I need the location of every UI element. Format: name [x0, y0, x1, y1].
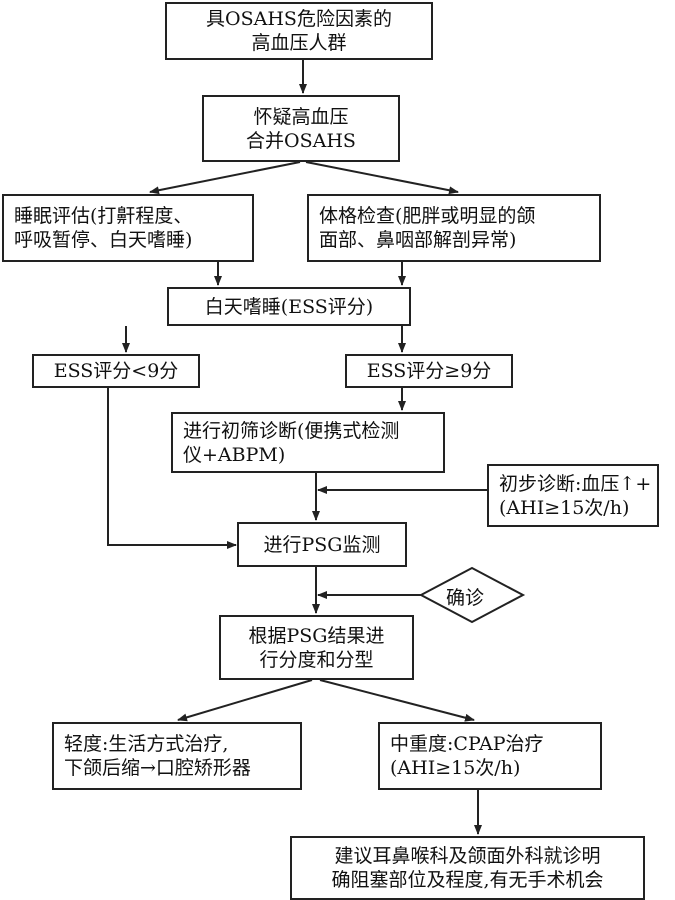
node-line: 建议耳鼻喉科及颌面外科就诊明: [334, 845, 601, 867]
arrow-n12-n14: [319, 679, 475, 722]
node-line: (AHI≥15次/h): [499, 496, 630, 519]
box-physical-exam: 体格检查(肥胖或明显的颌 面部、鼻咽部解剖异常): [307, 194, 601, 262]
box-ess-score: 白天嗜睡(ESS评分): [167, 287, 411, 326]
node-line: 仪+ABPM): [183, 443, 286, 466]
confirm-diamond-label: 确诊: [446, 583, 484, 610]
box-suspect-osahs: 怀疑高血压 合并OSAHS: [202, 95, 400, 162]
node-line: ESS评分<9分: [53, 360, 179, 382]
confirm-diamond-shape: [418, 566, 526, 624]
box-preliminary-screening: 进行初筛诊断(便携式检测 仪+ABPM): [171, 412, 445, 473]
node-line: 行分度和分型: [259, 648, 374, 671]
node-line: 面部、鼻咽部解剖异常): [319, 229, 517, 251]
node-line: 初步诊断:血压↑+: [499, 472, 652, 495]
arrow-n12-n13: [177, 679, 313, 722]
arrow-n2-n4: [305, 161, 459, 195]
node-line: 合并OSAHS: [246, 129, 356, 152]
node-line: 高血压人群: [251, 32, 347, 54]
box-preliminary-diagnosis: 初步诊断:血压↑+ (AHI≥15次/h): [487, 464, 659, 527]
arrow-n6-n10: [107, 388, 237, 549]
node-line: ESS评分≥9分: [366, 360, 492, 382]
node-line: 进行PSG监测: [263, 533, 381, 556]
box-moderate-severe-treatment: 中重度:CPAP治疗 (AHI≥15次/h): [378, 722, 602, 790]
node-line: 确诊: [446, 587, 485, 609]
node-line: 中重度:CPAP治疗: [390, 733, 544, 755]
box-ess-at-least-9: ESS评分≥9分: [345, 354, 513, 388]
box-osahs-risk-hypertension: 具OSAHS危险因素的 高血压人群: [165, 2, 433, 60]
box-psg-monitoring: 进行PSG监测: [237, 522, 407, 567]
box-ess-below-9: ESS评分<9分: [32, 354, 200, 388]
node-line: 呼吸暂停、白天嗜睡): [14, 229, 193, 251]
node-line: 体格检查(肥胖或明显的颌: [319, 205, 536, 227]
box-sleep-assessment: 睡眠评估(打鼾程度、 呼吸暂停、白天嗜睡): [2, 194, 254, 262]
node-line: 具OSAHS危险因素的: [206, 8, 392, 30]
box-grading-typing: 根据PSG结果进 行分度和分型: [219, 615, 414, 680]
node-line: 下颌后缩→口腔矫形器: [64, 757, 251, 779]
arrow-n2-n3: [149, 161, 301, 195]
node-line: 进行初筛诊断(便携式检测: [183, 419, 400, 442]
node-line: 睡眠评估(打鼾程度、: [14, 205, 193, 227]
node-line: 轻度:生活方式治疗,: [64, 733, 229, 755]
node-line: (AHI≥15次/h): [390, 757, 521, 779]
node-line: 确阻塞部位及程度,有无手术机会: [331, 869, 604, 891]
node-line: 怀疑高血压: [253, 105, 349, 128]
node-line: 白天嗜睡(ESS评分): [204, 295, 374, 318]
box-mild-treatment: 轻度:生活方式治疗, 下颌后缩→口腔矫形器: [52, 722, 302, 790]
box-ent-referral: 建议耳鼻喉科及颌面外科就诊明 确阻塞部位及程度,有无手术机会: [290, 836, 645, 900]
node-line: 根据PSG结果进: [248, 624, 385, 647]
